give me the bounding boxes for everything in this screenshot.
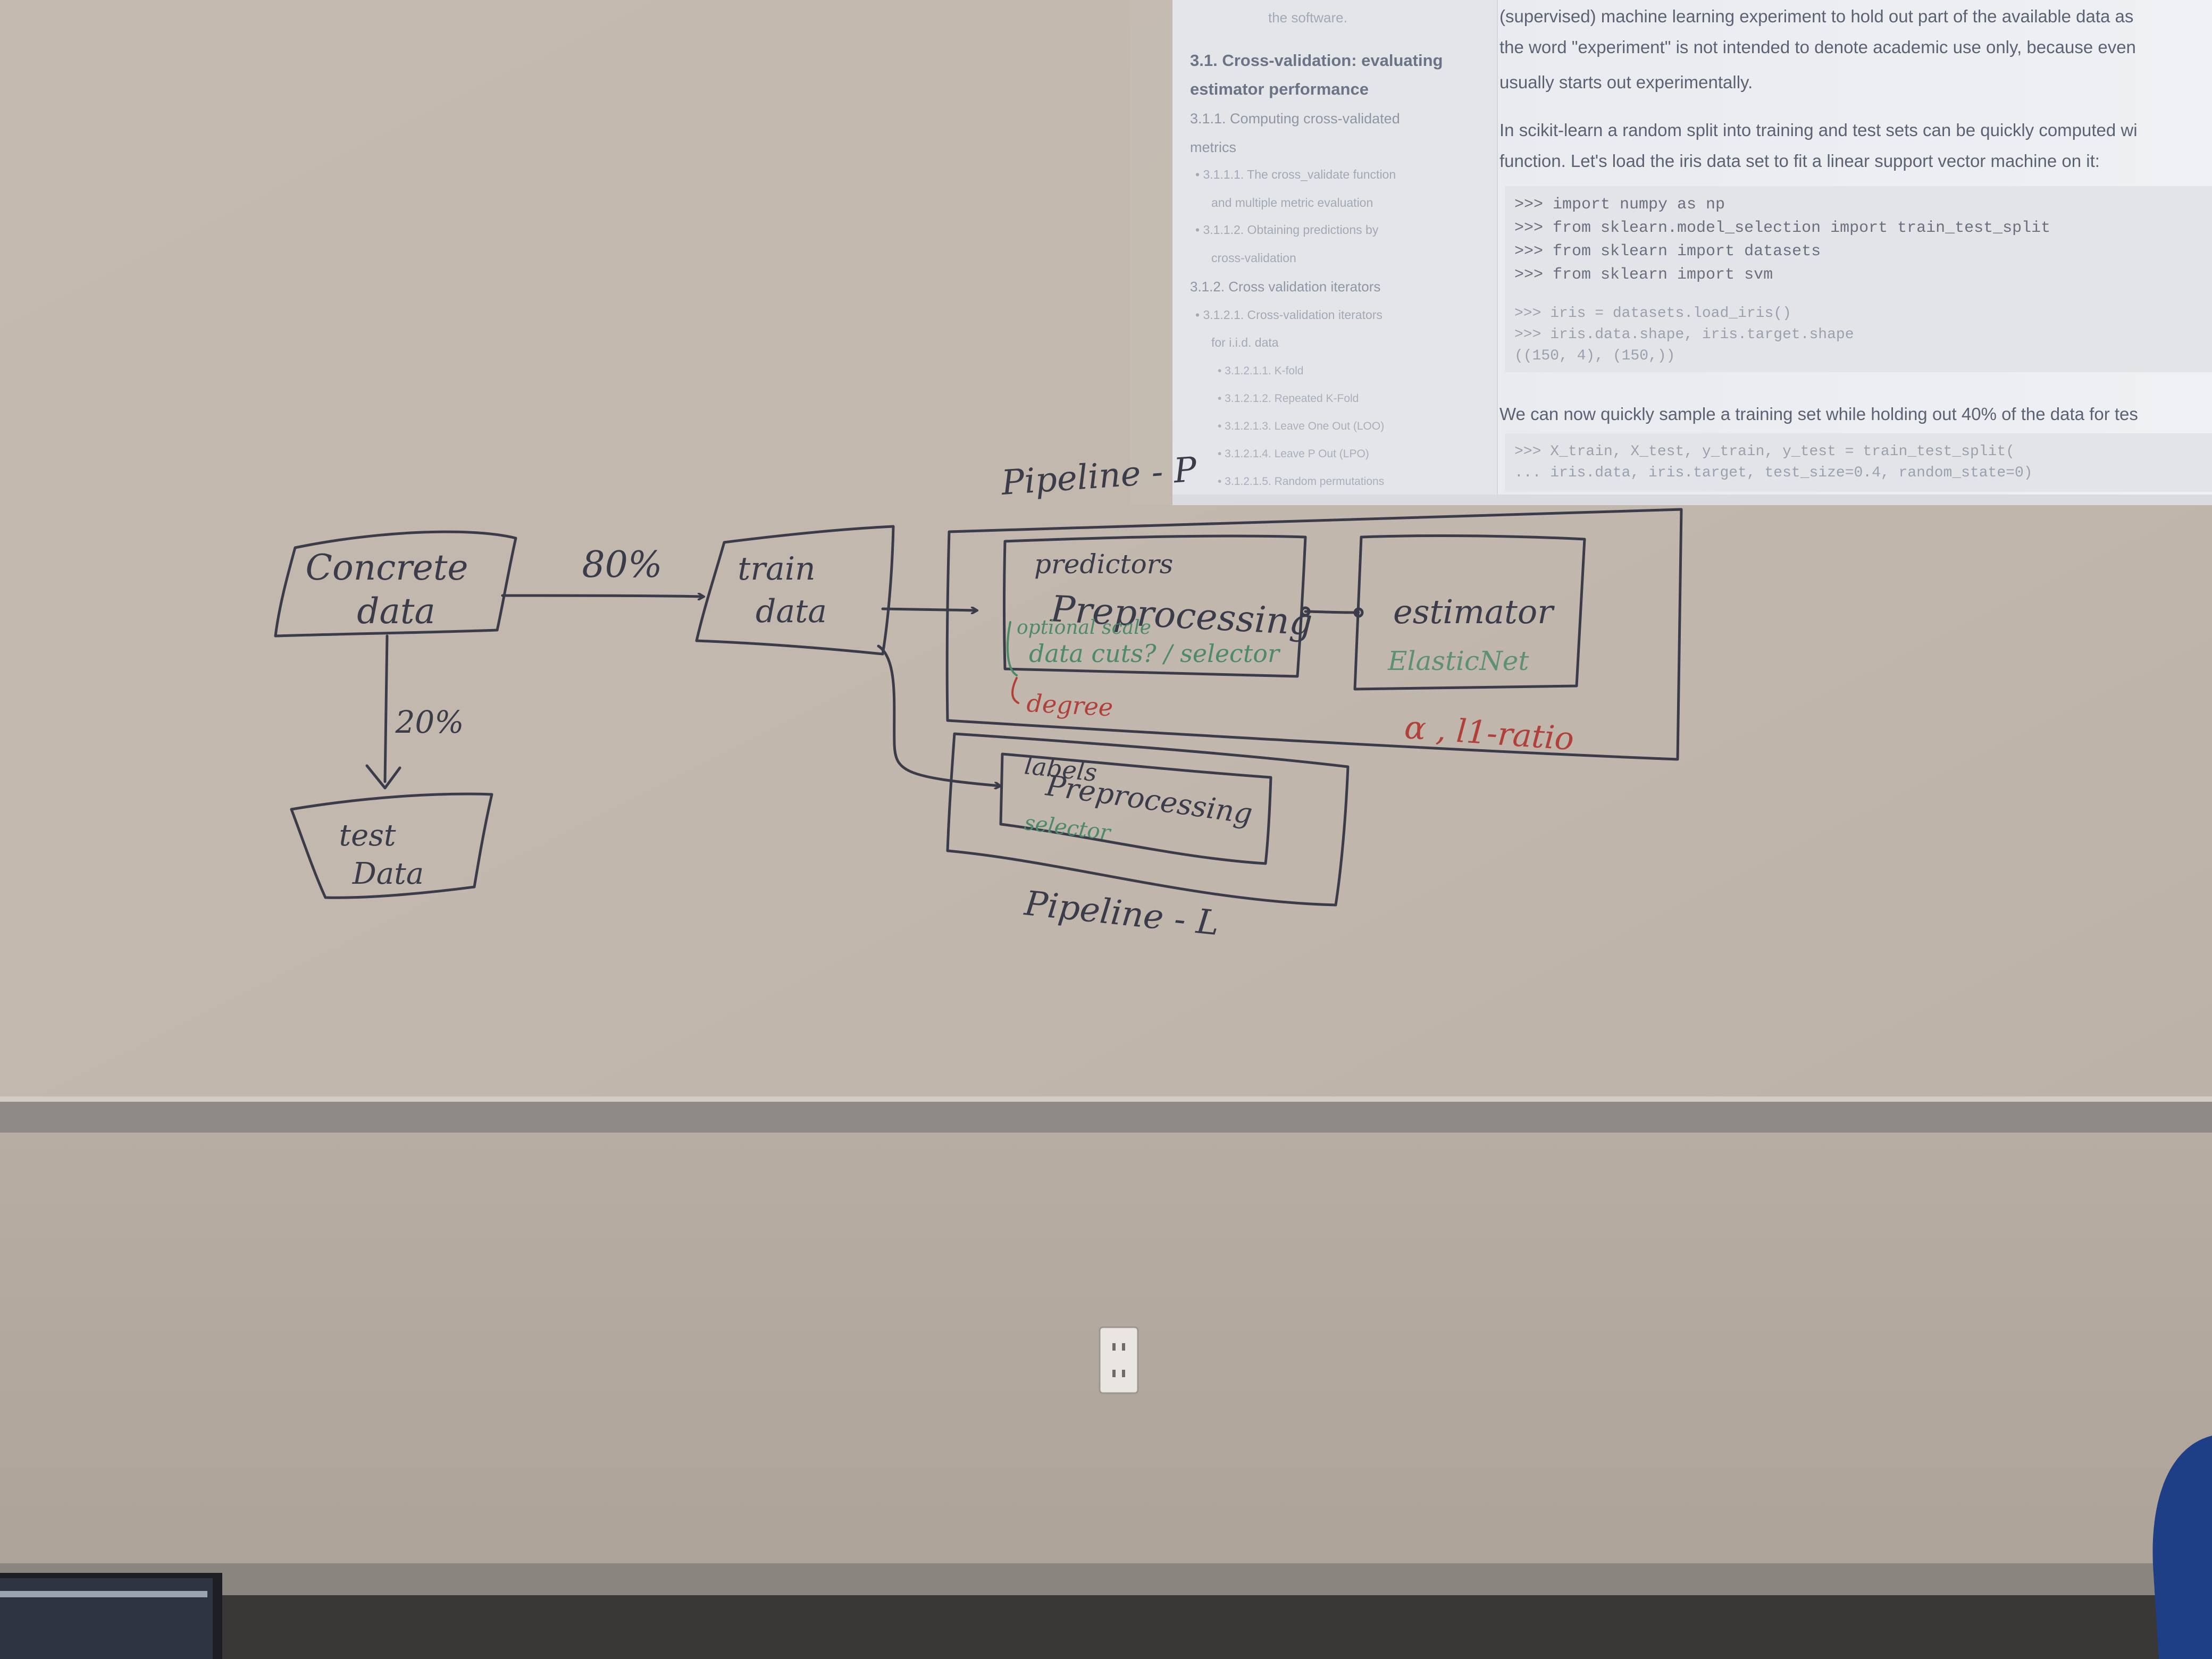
test-data-label: test Data [339, 818, 424, 891]
train-data-label: train data [738, 550, 827, 630]
sidebar-item-predictions-line2: cross-validation [1211, 251, 1296, 265]
split-test-label: 20% [395, 704, 464, 740]
scale-note: optional scale [1017, 617, 1151, 639]
arrow-to-pipeline-p [881, 609, 976, 610]
whiteboard-diagram [274, 508, 1683, 907]
code2-line1: >>> iris = datasets.load_iris() [1514, 305, 1791, 322]
degree-bracket [1011, 677, 1019, 704]
sidebar-section-title[interactable]: 3.1. Cross-validation: evaluating estima… [1190, 51, 1447, 98]
sidebar-item-kfold[interactable]: • 3.1.2.1.1. K-fold [1218, 365, 1303, 377]
predictors-bracket [1006, 621, 1018, 676]
pipeline-l-box [946, 732, 1350, 907]
sidebar-item-cross-validate-line1: • 3.1.1.1. The cross_validate function [1195, 167, 1396, 181]
sidebar-item-iid[interactable]: • 3.1.2.1. Cross-validation iterators fo… [1195, 308, 1386, 349]
main-para2-line2: function. Let's load the iris data set t… [1499, 151, 2100, 171]
sidebar-item-predictions[interactable]: • 3.1.1.2. Obtaining predictions by cros… [1195, 223, 1382, 265]
arrow-to-pipeline-l [877, 644, 1000, 786]
concrete-data-line2: data [357, 591, 435, 632]
link-dot-left [1300, 606, 1311, 617]
sidebar-title-line1: 3.1. Cross-validation: evaluating [1190, 51, 1443, 70]
person-shoulder [2152, 1436, 2212, 1659]
estimator-box [1353, 534, 1586, 691]
sidebar-item-predictions-line1: • 3.1.1.2. Obtaining predictions by [1195, 223, 1379, 237]
sidebar-item-loo[interactable]: • 3.1.2.1.3. Leave One Out (LOO) [1218, 420, 1384, 432]
sidebar-title-line2: estimator performance [1190, 80, 1369, 98]
concrete-data-box [274, 530, 517, 638]
whiteboard-labels: Concrete data 80% 20% train data test Da… [306, 450, 1576, 943]
tray-highlight [0, 1096, 2212, 1102]
code3-line2: ... iris.data, iris.target, test_size=0.… [1514, 465, 2033, 481]
sidebar-top-link[interactable]: the software. [1268, 10, 1347, 26]
train-data-line2: data [756, 593, 827, 630]
sidebar-item-computing-line2: metrics [1190, 139, 1236, 155]
main-para1-line3: usually starts out experimentally. [1499, 72, 1753, 92]
arrowhead-test [365, 764, 401, 790]
pipeline-link [1304, 610, 1360, 614]
sidebar-item-random[interactable]: • 3.1.2.1.5. Random permutations [1218, 475, 1384, 488]
code3-line1: >>> X_train, X_test, y_train, y_test = t… [1514, 443, 2015, 460]
concrete-data-line1: Concrete [306, 547, 468, 588]
split-train-label: 80% [582, 544, 662, 586]
estimator-label: estimator [1393, 592, 1555, 631]
sidebar-item-computing-line1: 3.1.1. Computing cross-validated [1190, 111, 1400, 127]
main-para3: We can now quickly sample a training set… [1499, 404, 2138, 424]
arrow-to-test [383, 634, 389, 783]
degree-note: degree [1026, 689, 1113, 722]
code-block-2 [1505, 433, 2212, 492]
code2-line2: >>> iris.data.shape, iris.target.shape [1514, 326, 1854, 343]
projection-sidebar: the software. 3.1. Cross-validation: eva… [1190, 10, 1447, 488]
code2-line3: ((150, 4), (150,)) [1514, 348, 1675, 364]
sidebar-item-iid-line1: • 3.1.2.1. Cross-validation iterators [1195, 308, 1382, 322]
code1-line4: >>> from sklearn import svm [1514, 266, 1773, 284]
sidebar-item-iid-line2: for i.i.d. data [1211, 336, 1279, 349]
sidebar-item-repeated-kfold[interactable]: • 3.1.2.1.2. Repeated K-Fold [1218, 392, 1359, 405]
code-block-1 [1505, 186, 2212, 372]
sidebar-item-cross-validate[interactable]: • 3.1.1.1. The cross_validate function a… [1195, 167, 1400, 210]
predictors-box [1003, 534, 1307, 678]
power-outlet [1099, 1326, 1139, 1394]
sidebar-item-computing[interactable]: 3.1.1. Computing cross-validated metrics [1190, 111, 1404, 155]
sidebar-item-cross-validate-line2: and multiple metric evaluation [1211, 196, 1373, 210]
main-para2-line1: In scikit-learn a random split into trai… [1499, 120, 2138, 140]
predictors-label: predictors [1034, 549, 1173, 580]
labels-box [999, 752, 1272, 865]
baseboard [0, 1563, 2212, 1595]
whiteboard-tray [0, 1101, 2212, 1133]
sidebar-item-lpo[interactable]: • 3.1.2.1.4. Leave P Out (LPO) [1218, 448, 1369, 460]
code1-line1: >>> import numpy as np [1514, 196, 1725, 214]
main-para1-line1: (supervised) machine learning experiment… [1499, 6, 2133, 26]
projection-main: (supervised) machine learning experiment… [1499, 6, 2212, 492]
code1-line2: >>> from sklearn.model_selection import … [1514, 219, 2050, 237]
train-data-box [695, 525, 895, 656]
sidebar-item-iterators[interactable]: 3.1.2. Cross validation iterators [1190, 279, 1380, 295]
test-data-box [290, 792, 493, 899]
floor [0, 1595, 2212, 1659]
test-data-line1: test [339, 818, 396, 853]
code1-line3: >>> from sklearn import datasets [1514, 242, 1821, 261]
arrow-to-train [501, 596, 703, 597]
pipeline-p-box [945, 508, 1683, 761]
test-data-line2: Data [352, 857, 424, 891]
elasticnet-label: ElasticNet [1387, 646, 1529, 676]
laptop-corner [0, 1573, 222, 1659]
main-para1-line2: the word "experiment" is not intended to… [1499, 37, 2136, 57]
datacuts-note: data cuts? / selector [1029, 639, 1281, 668]
concrete-data-label: Concrete data [306, 547, 480, 632]
train-data-line1: train [738, 550, 815, 588]
